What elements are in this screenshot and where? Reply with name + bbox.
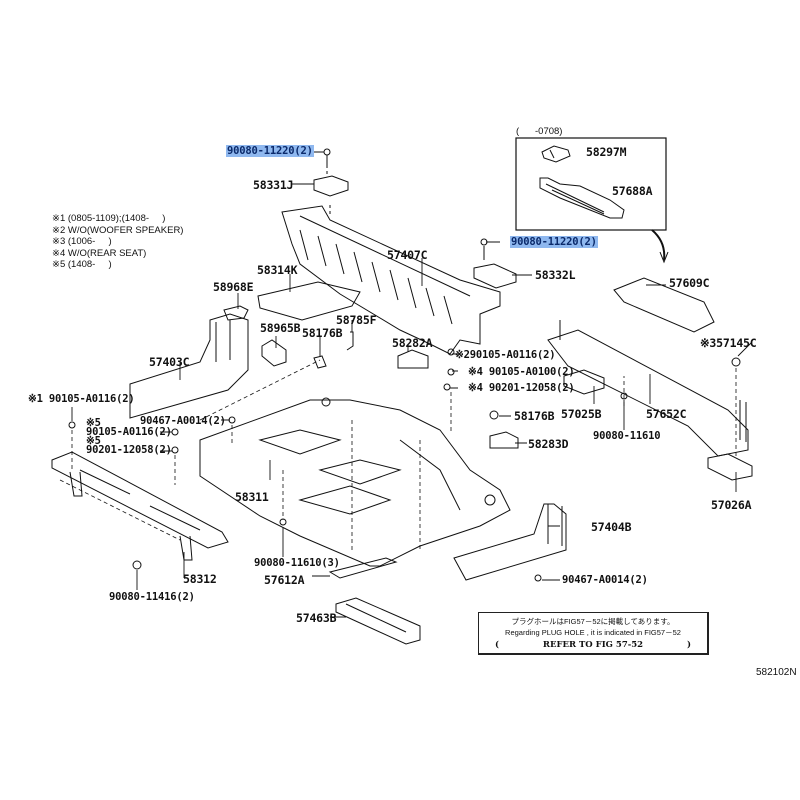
part-label-57609C[interactable]: 57609C — [669, 276, 710, 290]
note-3: ※3 (1006- ) — [52, 236, 112, 247]
bolt-icon — [447, 368, 455, 376]
part-label-58332L[interactable]: 58332L — [535, 268, 576, 282]
part-label-57407C[interactable]: 57407C — [387, 248, 428, 262]
note-4: ※4 W/O(REAR SEAT) — [52, 247, 147, 259]
part-label-58282A[interactable]: 58282A — [392, 336, 433, 350]
part-label-90105-A0116-note2[interactable]: ※290105-A0116(2) — [455, 349, 556, 361]
part-58332L-drawing — [473, 263, 517, 289]
part-58176B-drawing — [313, 355, 327, 369]
part-label-57688A[interactable]: 57688A — [612, 184, 653, 198]
part-label-90467-A0014-b[interactable]: 90467-A0014(2) — [562, 574, 648, 586]
arrow-head — [659, 251, 669, 264]
part-label-58314K[interactable]: 58314K — [257, 263, 298, 277]
part-58331J-drawing — [313, 175, 349, 197]
part-57025B-drawing — [563, 369, 605, 395]
part-label-57612A[interactable]: 57612A — [264, 573, 305, 587]
part-58282A-drawing — [397, 349, 429, 369]
part-label-57025B[interactable]: 57025B — [561, 407, 602, 421]
inset-arrow — [651, 229, 666, 261]
note-1: ※1 (0805-1109);(1408- ) — [52, 213, 166, 224]
part-label-90080-11220-top[interactable]: 90080-11220(2) — [226, 145, 314, 157]
refer-to-fig-link[interactable]: REFER TO FIG 57-52 — [542, 640, 644, 650]
part-58176B-icon — [489, 410, 499, 420]
part-label-90080-11416[interactable]: 90080-11416(2) — [109, 591, 195, 603]
part-label-90080-11610-3[interactable]: 90080-11610(3) — [254, 557, 340, 569]
bolt-icon — [534, 574, 542, 582]
clip-drawing — [69, 471, 193, 561]
part-57609C-drawing — [613, 277, 715, 333]
part-57463B-drawing — [335, 597, 421, 645]
part-57407C-drawing — [281, 205, 501, 355]
bolt-icon — [68, 421, 76, 429]
close-paren: ) — [686, 640, 691, 650]
part-57026A-drawing — [707, 453, 753, 481]
note-marker-5a: ※5 — [86, 417, 101, 429]
reference-box: プラグホールはFIG57－52に掲載してあります。 Regarding PLUG… — [478, 612, 709, 655]
part-57403C-drawing — [129, 313, 249, 419]
part-label-90201-12058-note4[interactable]: ※4 90201-12058(2) — [468, 382, 575, 394]
reference-line-jp: プラグホールはFIG57－52に掲載してあります。 — [511, 617, 675, 626]
note-5: ※5 (1408- ) — [52, 259, 112, 270]
bolt-icon — [171, 428, 179, 436]
part-58312-drawing — [51, 451, 229, 549]
part-label-90105-A0100[interactable]: ※4 90105-A0100(2) — [468, 366, 575, 378]
part-label-57403C[interactable]: 57403C — [149, 355, 190, 369]
part-label-90201-12058-note5[interactable]: 90201-12058(2) — [86, 444, 172, 456]
bolt-icon — [132, 560, 142, 570]
part-label-58176B-b[interactable]: 58176B — [514, 409, 555, 423]
part-label-58968E[interactable]: 58968E — [213, 280, 254, 294]
part-label-90467-A0014-a[interactable]: 90467-A0014(2) — [140, 415, 226, 427]
inset-box — [515, 137, 667, 231]
part-label-90080-11610[interactable]: 90080-11610 — [593, 430, 661, 442]
part-57652C-drawing — [547, 320, 749, 457]
dashed-guides — [59, 359, 737, 550]
part-label-90105-A0116-note1[interactable]: ※1 90105-A0116(2) — [28, 393, 135, 405]
notes-legend: ※1 (0805-1109);(1408- ) ※2 W/O(WOOFER SP… — [52, 213, 183, 271]
inset-caption: ( -0708) — [516, 126, 563, 137]
part-label-58965B[interactable]: 58965B — [260, 321, 301, 335]
part-label-57404B[interactable]: 57404B — [591, 520, 632, 534]
part-57612A-drawing — [328, 557, 398, 579]
figure-number: 582102N — [756, 667, 797, 678]
note-marker-5b: ※5 — [86, 435, 101, 447]
part-label-58785F[interactable]: 58785F — [336, 313, 377, 327]
part-label-58283D[interactable]: 58283D — [528, 437, 569, 451]
bolt-icon — [323, 148, 331, 156]
washer-icon — [443, 383, 451, 391]
reference-line-en: Regarding PLUG HOLE , it is indicated in… — [505, 628, 681, 637]
washer-icon — [171, 446, 179, 454]
reference-line-refer: ( REFER TO FIG 57-52 ) — [479, 640, 707, 650]
clip-icon — [731, 357, 741, 367]
part-label-90105-A0116-note5[interactable]: 90105-A0116(2) — [86, 426, 172, 438]
part-label-58297M[interactable]: 58297M — [586, 145, 627, 159]
part-label-58331J[interactable]: 58331J — [253, 178, 294, 192]
part-label-58311[interactable]: 58311 — [235, 490, 269, 504]
part-label-58312[interactable]: 58312 — [183, 572, 217, 586]
part-58311-drawing — [199, 397, 511, 567]
part-58965B-drawing — [261, 339, 287, 367]
part-58968E-drawing — [223, 305, 249, 321]
note-2: ※2 W/O(WOOFER SPEAKER) — [52, 224, 184, 236]
part-58785F-drawing — [346, 331, 354, 351]
open-paren: ( — [495, 640, 500, 650]
part-57404B-drawing — [453, 503, 567, 581]
part-label-57026A[interactable]: 57026A — [711, 498, 752, 512]
part-label-57463B[interactable]: 57463B — [296, 611, 337, 625]
part-57688A-drawing — [539, 177, 625, 219]
part-58297M-drawing — [541, 145, 571, 163]
part-label-58176B-a[interactable]: 58176B — [302, 326, 343, 340]
part-label-57652C[interactable]: 57652C — [646, 407, 687, 421]
bolt-icon — [447, 348, 455, 356]
part-58314K-drawing — [257, 281, 361, 321]
part-label-57145C[interactable]: ※357145C — [700, 336, 757, 350]
part-label-90080-11220-right[interactable]: 90080-11220(2) — [510, 236, 598, 248]
part-58283D-drawing — [489, 431, 519, 449]
